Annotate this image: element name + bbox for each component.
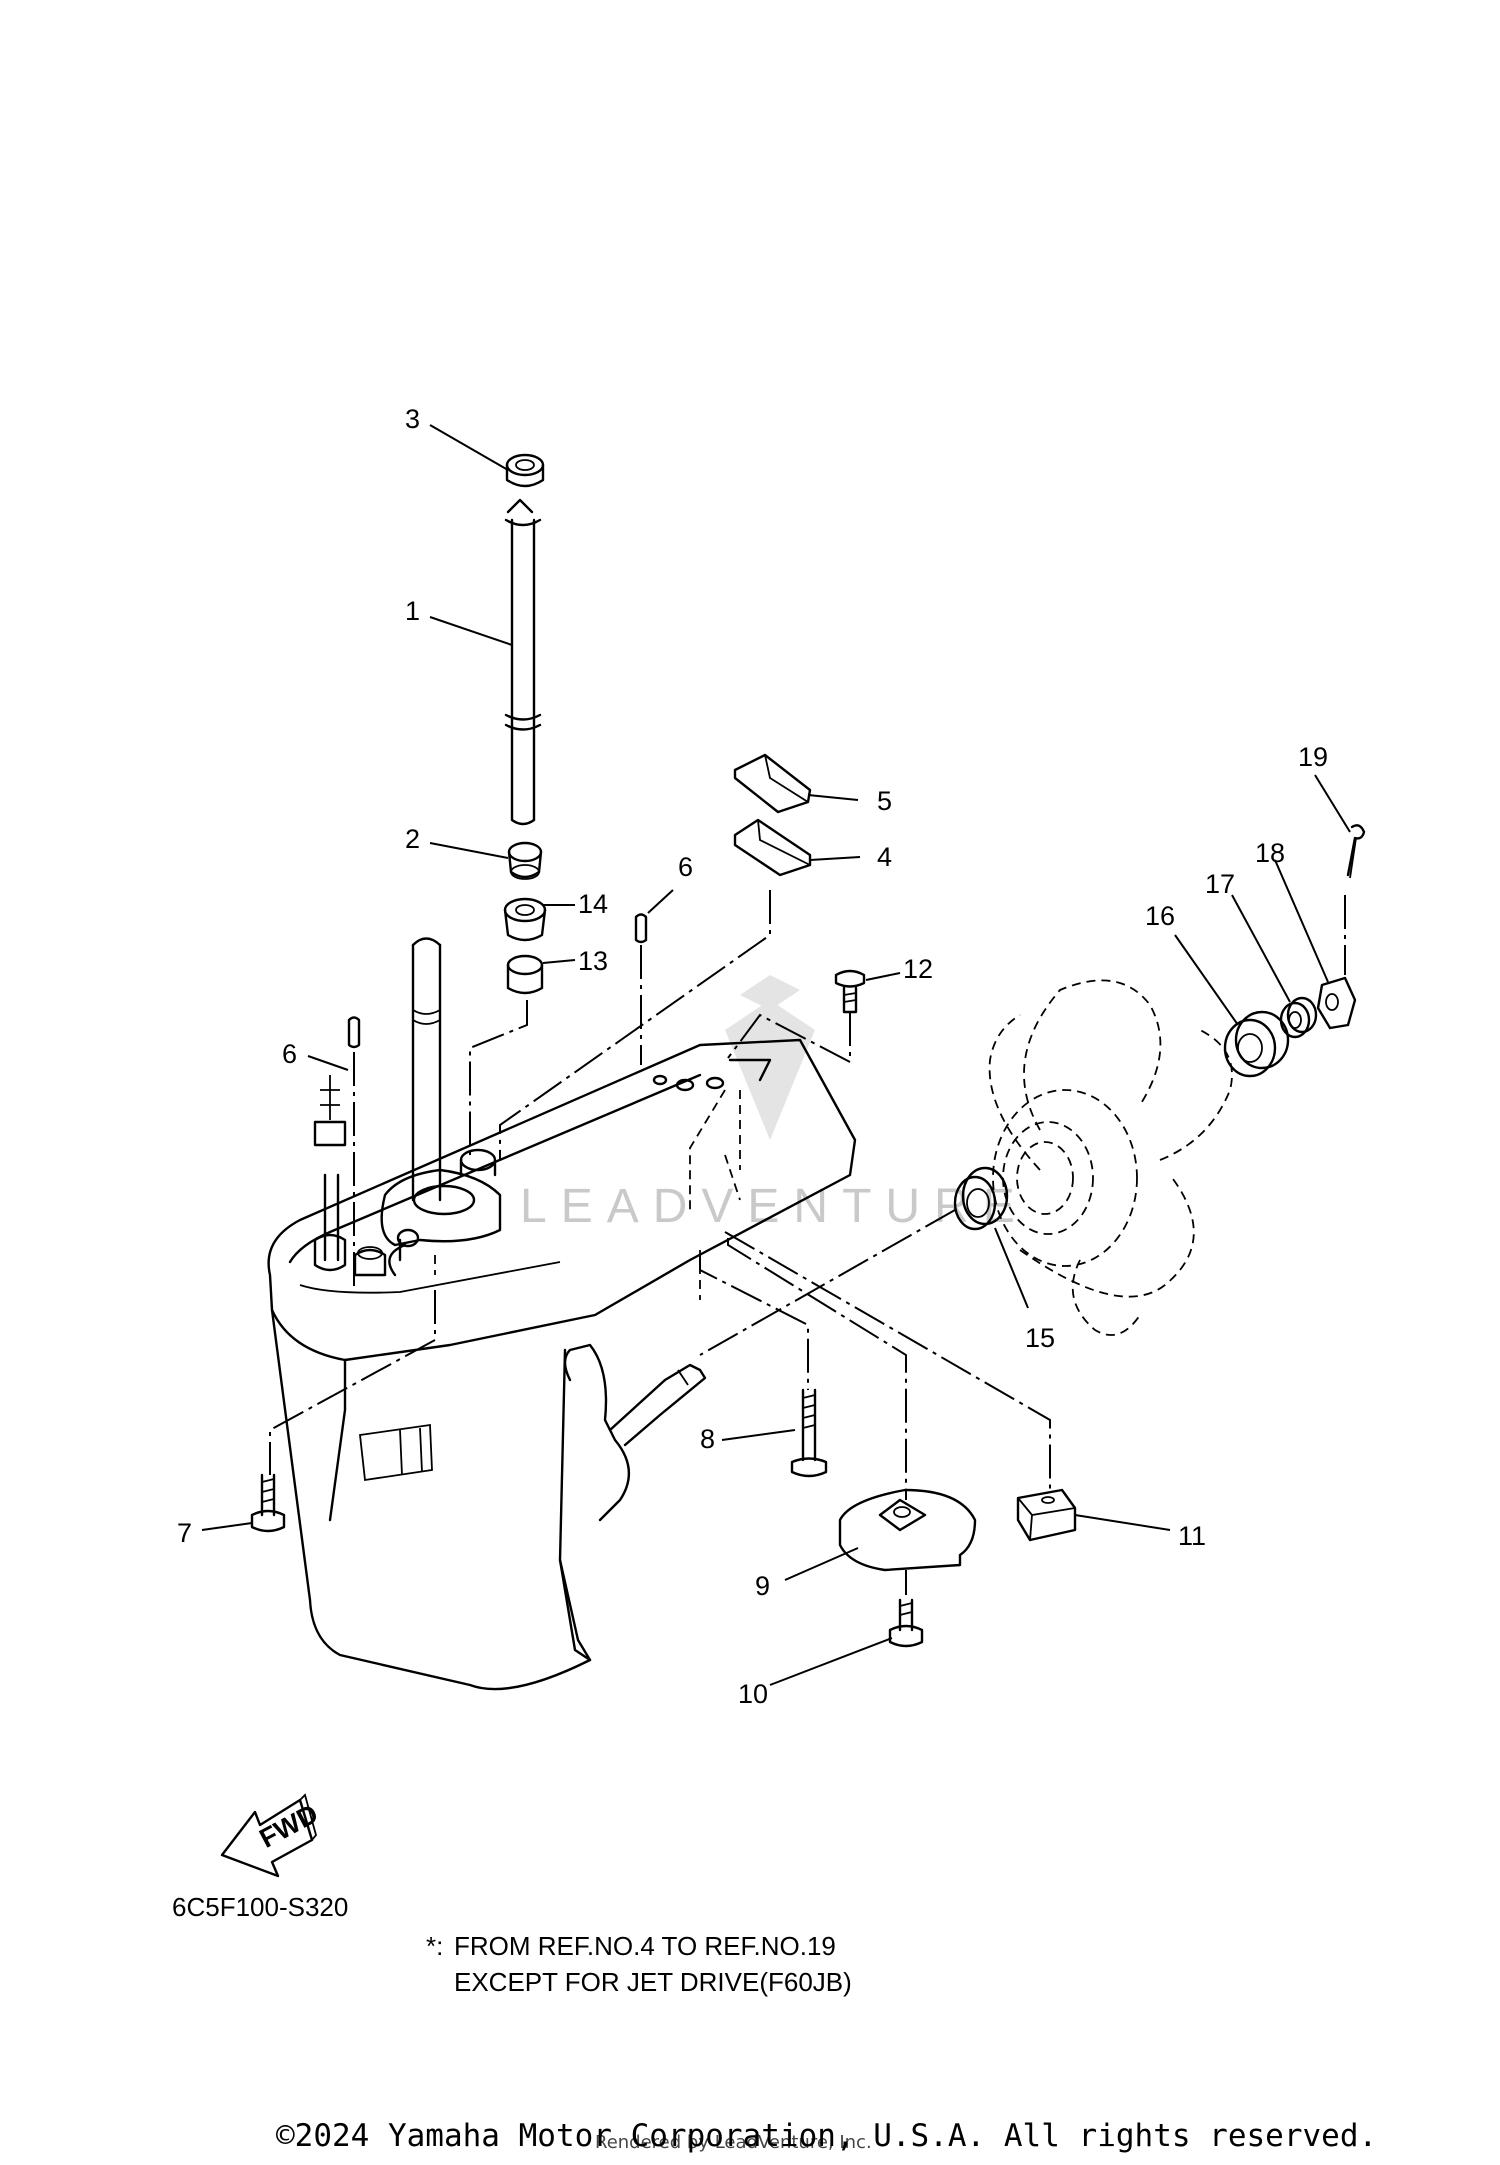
callout-1: 1	[405, 596, 420, 626]
callout-11: 11	[1178, 1521, 1206, 1551]
part-16-thrust-holder	[1223, 1010, 1290, 1078]
copyright-notice: ©2024 Yamaha Motor Corporation, U.S.A. A…	[276, 2118, 1378, 2154]
note-marker: *:	[426, 1931, 444, 1961]
callout-10: 10	[738, 1679, 768, 1709]
propeller	[988, 979, 1233, 1336]
part-13-collar	[506, 954, 544, 995]
part-9-trim-tab	[838, 1488, 977, 1572]
callout-numbers: 3 1 2 14 13 5 4 6 6 12 16 17 18 19 15 8 …	[177, 404, 1328, 1709]
callout-15: 15	[1025, 1323, 1055, 1353]
callout-13: 13	[578, 946, 608, 976]
note-line-1: FROM REF.NO.4 TO REF.NO.19	[454, 1931, 836, 1961]
rendered-by-credit: Rendered by LeadVenture, Inc.	[595, 2132, 872, 2153]
part-6-dowel-pin	[347, 913, 648, 1049]
part-11-anode	[1016, 1488, 1077, 1542]
callout-14: 14	[578, 889, 608, 919]
leader-lines	[201, 424, 1351, 1686]
part-1-shift-rod	[504, 498, 542, 826]
callout-5: 5	[877, 786, 892, 816]
note-line-2: EXCEPT FOR JET DRIVE(F60JB)	[454, 1967, 852, 1997]
applicability-note: *: FROM REF.NO.4 TO REF.NO.19 EXCEPT FOR …	[426, 1928, 852, 2000]
callout-19: 19	[1298, 742, 1328, 772]
callout-3: 3	[405, 404, 420, 434]
part-5-pad	[733, 753, 812, 814]
part-8-bolt	[790, 1388, 828, 1478]
callout-2: 2	[405, 824, 420, 854]
lower-unit-housing	[267, 937, 857, 1691]
part-4-pad	[733, 818, 812, 877]
callout-6-upper: 6	[678, 852, 693, 882]
callout-16: 16	[1145, 901, 1175, 931]
assembly-lines	[269, 890, 1346, 1595]
part-19-cotter-pin	[1346, 824, 1366, 879]
callout-4: 4	[877, 842, 892, 872]
callout-8: 8	[700, 1424, 715, 1454]
callout-7: 7	[177, 1518, 192, 1548]
part-15-spacer	[953, 1166, 1009, 1231]
callout-6-lower: 6	[282, 1039, 297, 1069]
part-18-castle-nut	[1316, 976, 1357, 1030]
part-17-washer	[1279, 996, 1318, 1039]
callout-17: 17	[1205, 869, 1235, 899]
part-14-seal	[503, 897, 547, 942]
part-2-grommet	[507, 841, 543, 880]
part-10-bolt	[888, 1598, 924, 1648]
watermark: LEADVENTURE	[520, 975, 1029, 1233]
callout-12: 12	[903, 954, 933, 984]
part-3-bushing	[505, 453, 545, 488]
watermark-text: LEADVENTURE	[520, 1180, 1029, 1233]
part-12-bolt	[834, 969, 866, 1014]
callout-9: 9	[755, 1571, 770, 1601]
model-code: 6C5F100-S320	[172, 1892, 349, 1922]
part-7-bolt	[250, 1473, 286, 1533]
fwd-arrow-icon: FWD	[220, 1793, 323, 1878]
callout-18: 18	[1255, 838, 1285, 868]
